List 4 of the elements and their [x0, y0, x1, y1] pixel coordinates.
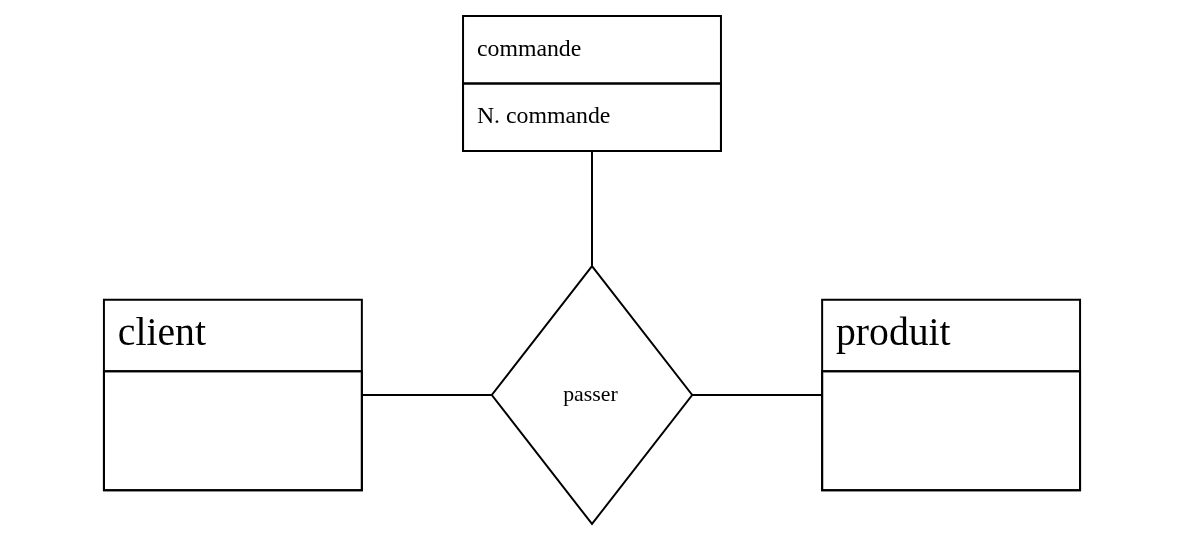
connector: [360, 394, 493, 396]
connector: [591, 150, 593, 267]
node-diamond: passer: [490, 264, 694, 526]
connector: [691, 394, 823, 396]
